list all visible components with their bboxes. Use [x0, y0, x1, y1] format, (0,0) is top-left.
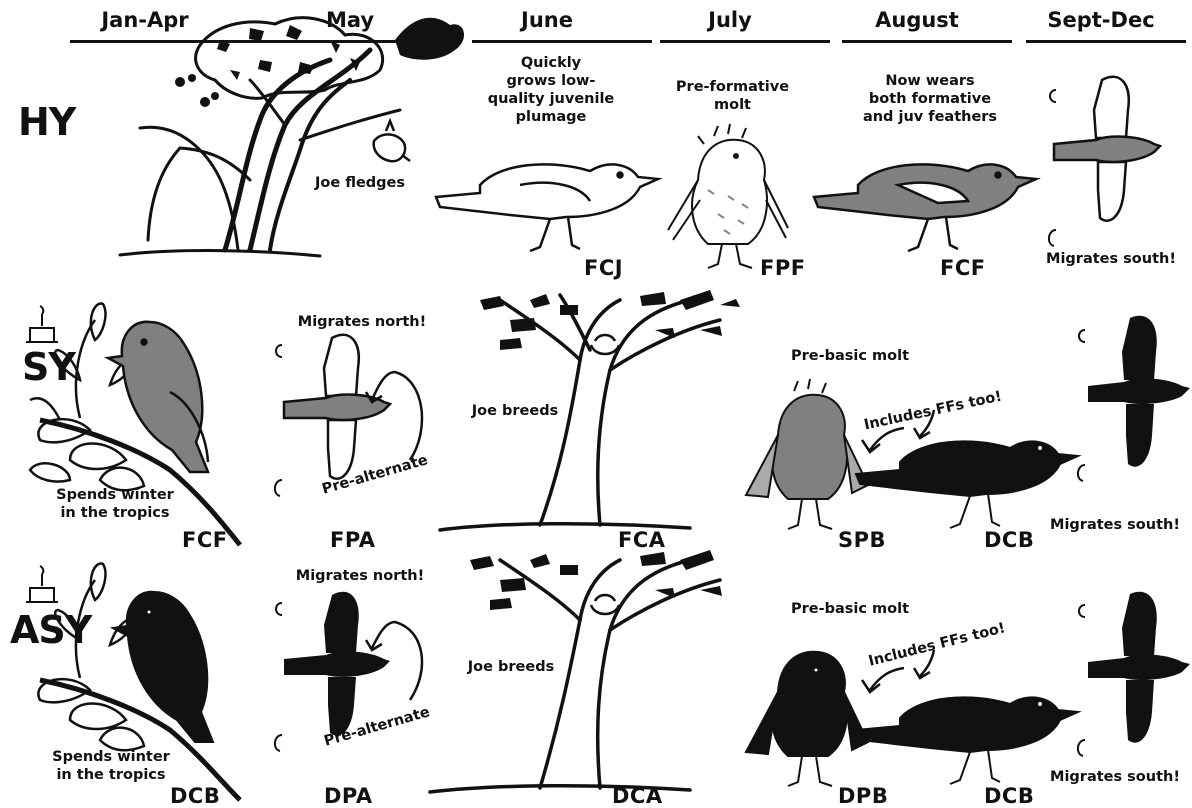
- molting-bird-drawing-hy: [668, 124, 788, 268]
- code-fca: FCA: [618, 528, 666, 552]
- header-rule-august: [842, 40, 1012, 43]
- migrates-north-note-sy: Migrates north!: [282, 313, 442, 331]
- code-fcj: FCJ: [584, 256, 623, 280]
- joe-breeds-note-asy: Joe breeds: [456, 658, 566, 676]
- pre-basic-note-asy: Pre-basic molt: [780, 600, 920, 618]
- code-dcb-asy-janapr: DCB: [170, 784, 220, 808]
- header-rule-july: [660, 40, 830, 43]
- month-header-sept-dec: Sept-Dec: [1026, 8, 1176, 32]
- code-dpa: DPA: [324, 784, 373, 808]
- northbound-bird-sy: [284, 335, 390, 479]
- tree-drawing-asy: [430, 560, 720, 792]
- code-dca: DCA: [612, 784, 663, 808]
- southbound-bird-asy: [1088, 592, 1190, 743]
- joe-breeds-note-sy: Joe breeds: [460, 402, 570, 420]
- nest-icon-sy: [591, 335, 619, 354]
- code-fcf-hy: FCF: [940, 256, 986, 280]
- code-dpb: DPB: [838, 784, 888, 808]
- birthday-cake-icon-sy: [26, 306, 58, 342]
- molting-bird-drawing-asy: [746, 652, 868, 786]
- arrow-ffs-asy-a: [862, 668, 904, 692]
- month-header-june: June: [472, 8, 622, 32]
- header-rule-june: [472, 40, 652, 43]
- migrating-bird-hy: [1054, 77, 1160, 221]
- joe-fledges-note: Joe fledges: [300, 174, 420, 192]
- molting-bird-drawing-sy: [746, 379, 868, 529]
- code-fpf: FPF: [760, 256, 806, 280]
- code-fcf-sy: FCF: [182, 528, 228, 552]
- code-spb: SPB: [838, 528, 886, 552]
- month-header-july: July: [660, 8, 800, 32]
- basic-bird-drawing-sy: [856, 441, 1078, 528]
- perched-bird-sy: [108, 322, 208, 472]
- tree-foliage-sy: [480, 290, 740, 350]
- perched-bird-asy: [113, 592, 213, 742]
- month-header-august: August: [842, 8, 992, 32]
- nest-icon-asy: [591, 595, 619, 614]
- age-label-asy: ASY: [10, 608, 91, 652]
- month-header-jan-apr: Jan-Apr: [70, 8, 220, 32]
- northbound-bird-asy: [284, 592, 390, 736]
- formative-bird-drawing: [814, 164, 1036, 251]
- southbound-bird-sy: [1088, 316, 1190, 467]
- code-fpa: FPA: [330, 528, 376, 552]
- month-header-may: May: [280, 8, 420, 32]
- migrates-south-note-sy: Migrates south!: [1040, 516, 1190, 534]
- age-label-sy: SY: [22, 345, 75, 389]
- migrates-north-note-asy: Migrates north!: [280, 567, 440, 585]
- pre-basic-note-sy: Pre-basic molt: [780, 347, 920, 365]
- juvenile-bird-drawing: [436, 164, 658, 251]
- age-label-hy: HY: [18, 100, 75, 144]
- fledgling-icon: [374, 121, 410, 161]
- migrates-south-note-hy: Migrates south!: [1036, 250, 1186, 268]
- code-dcb-asy: DCB: [984, 784, 1034, 808]
- birthday-cake-icon-asy: [26, 566, 58, 602]
- code-dcb-sy: DCB: [984, 528, 1034, 552]
- header-rule-sept-dec: [1026, 40, 1186, 43]
- migrates-south-note-asy: Migrates south!: [1040, 768, 1190, 786]
- header-rule-janapr-may: [70, 40, 415, 43]
